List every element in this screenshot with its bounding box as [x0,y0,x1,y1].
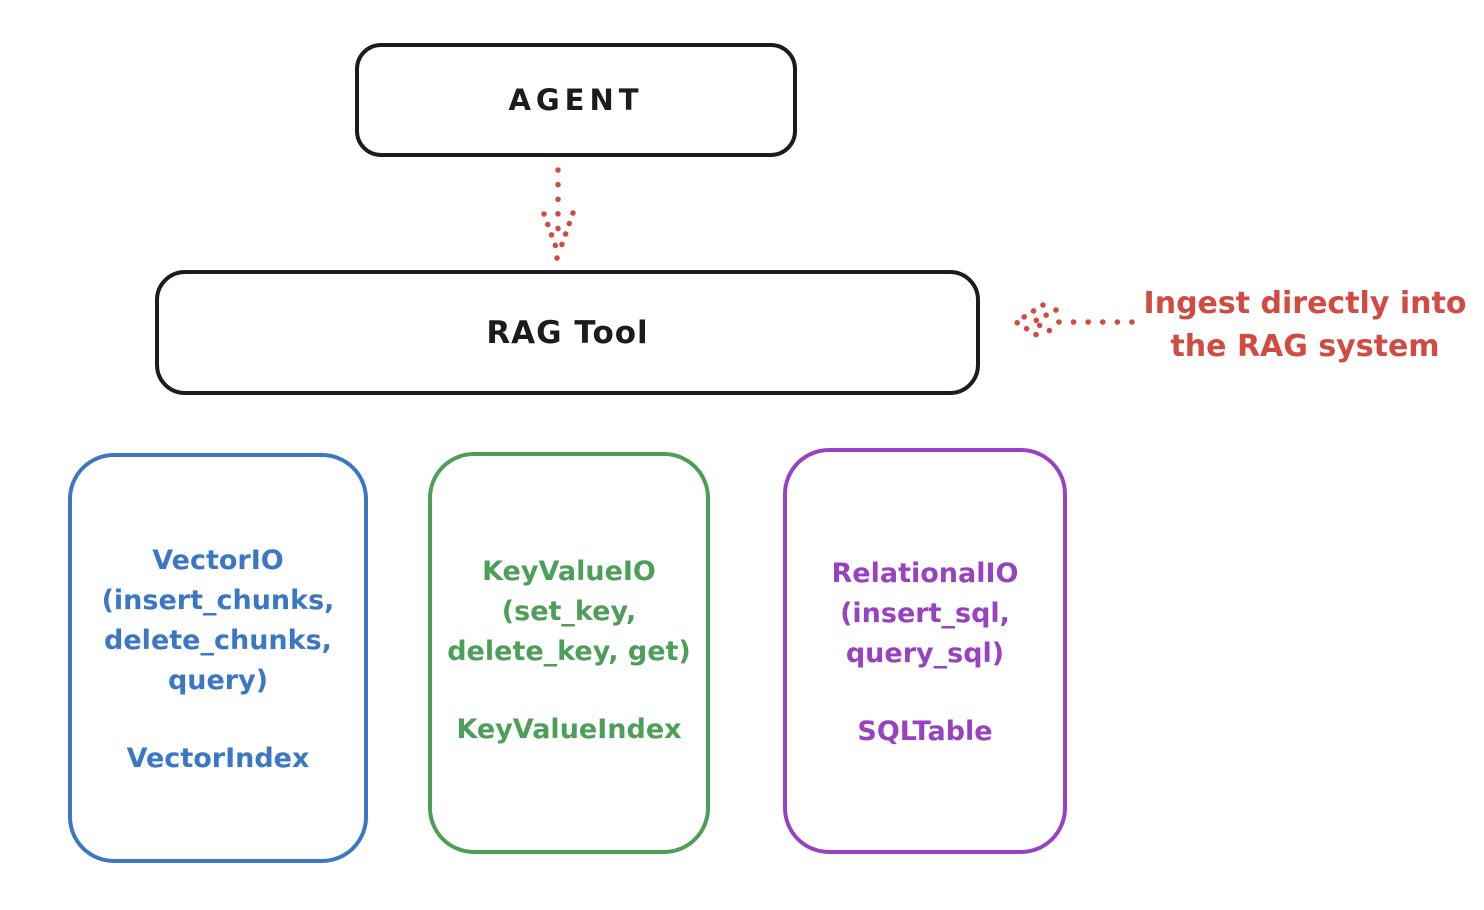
backend-box-keyvalueio: KeyValueIO (set_key, delete_key, get) Ke… [428,452,710,854]
backend-index-label: VectorIndex [126,743,310,774]
backend-method-line: delete_key, get) [447,636,691,667]
agent-label: AGENT [508,83,644,117]
rag-tool-box: RAG Tool [155,270,980,395]
spacer [432,672,706,710]
annotation-ingest: Ingest directly into the RAG system [1130,282,1480,368]
spacer [787,674,1063,712]
arrow-annotation-to-ragtool [1010,302,1135,342]
agent-box: AGENT [355,43,797,157]
backend-title: RelationalIO [831,558,1019,589]
backend-box-vectorio: VectorIO (insert_chunks, delete_chunks, … [68,453,368,863]
arrow-head-outer [1010,302,1046,342]
backend-box-relationalio: RelationalIO (insert_sql, query_sql) SQL… [783,448,1067,854]
backend-title: VectorIO [152,545,284,576]
backend-index-label: SQLTable [857,716,993,747]
arrow-head-left [541,211,560,253]
backend-method-line: query) [167,665,269,696]
backend-title: KeyValueIO [482,556,656,587]
backend-method-line: delete_chunks, [104,625,332,656]
backend-method-line: (insert_chunks, [101,585,335,616]
annotation-line-2: the RAG system [1170,329,1440,364]
backend-method-line: query_sql) [845,638,1005,669]
spacer [72,701,364,739]
arrow-head-right [557,210,576,253]
arrow-head-inner [1027,307,1059,337]
backend-method-line: (insert_sql, [840,598,1010,629]
backend-method-line: (set_key, [501,596,637,627]
backend-index-label: KeyValueIndex [456,714,682,745]
annotation-line-1: Ingest directly into [1143,286,1467,321]
rag-tool-label: RAG Tool [486,314,649,351]
arrow-agent-to-ragtool [541,167,576,261]
